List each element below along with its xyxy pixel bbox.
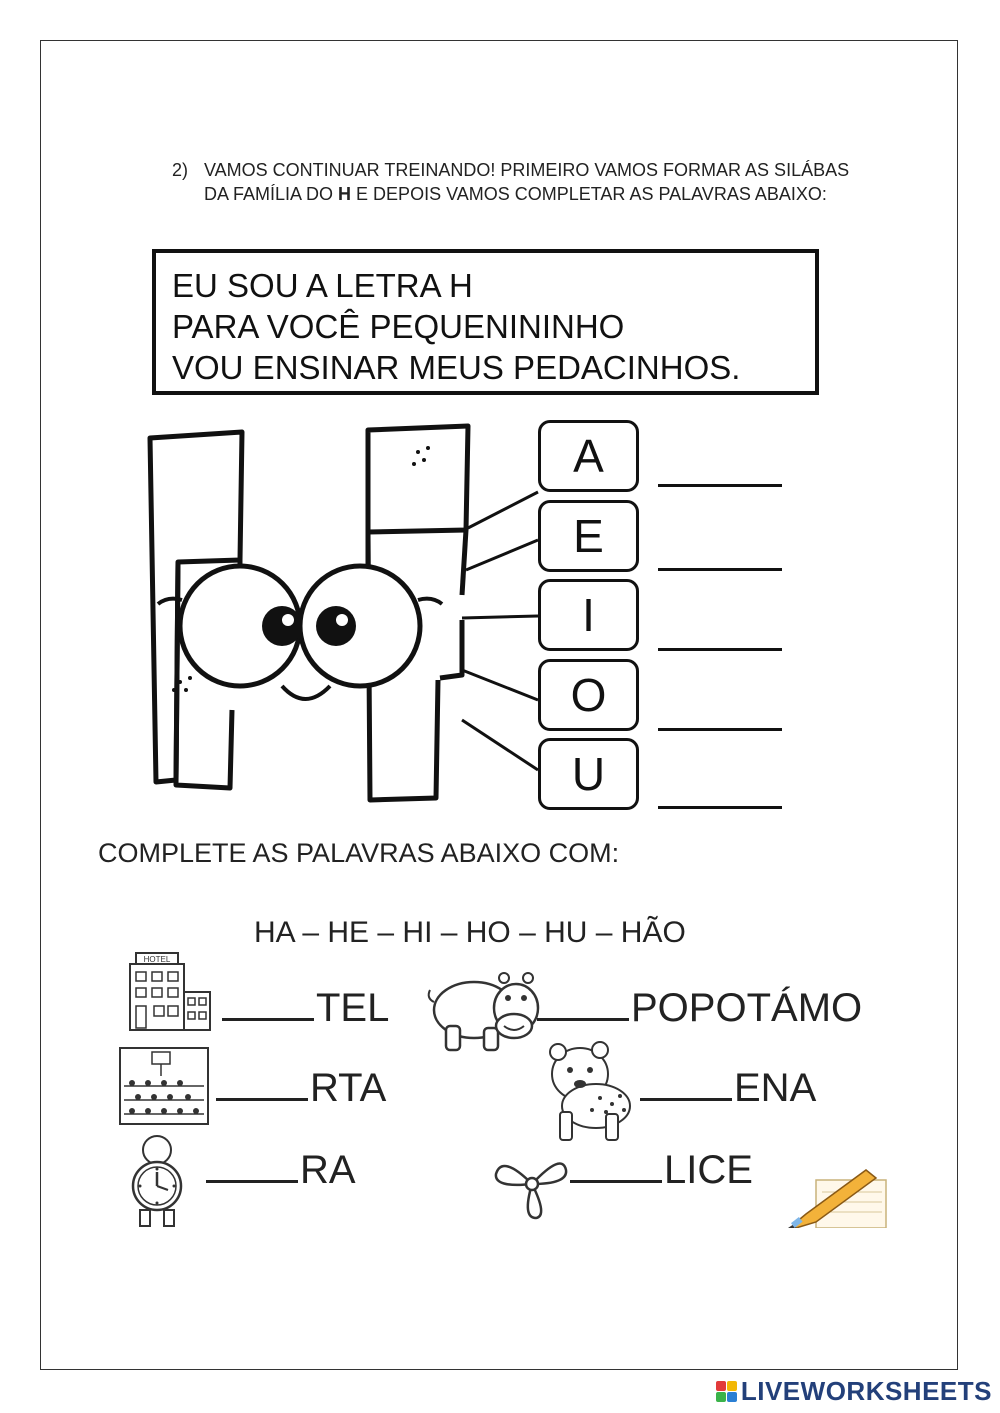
word-blank-propeller[interactable] <box>570 1152 662 1183</box>
instruction-part2: E DEPOIS VAMOS COMPLETAR AS PALAVRAS ABA… <box>351 184 827 204</box>
instruction-number: 2) <box>172 160 189 180</box>
propeller-picture <box>494 1162 568 1220</box>
word-ending-hotel: TEL <box>316 986 390 1030</box>
hippo-picture <box>427 972 540 1052</box>
word-ending-clock: RA <box>300 1148 356 1192</box>
verse-line-2: PARA VOCÊ PEQUENININHO <box>172 308 625 345</box>
vowel-box-u: U <box>538 738 639 810</box>
word-ending-garden: RTA <box>310 1066 387 1110</box>
word-blank-hippo[interactable] <box>537 990 629 1021</box>
syllable-blank-hu[interactable] <box>658 806 782 809</box>
word-garden: RTA <box>216 1066 386 1111</box>
word-hippo: POPOTÁMO <box>537 986 862 1031</box>
syllable-blank-ha[interactable] <box>658 484 782 487</box>
vegetable-garden-picture <box>119 1047 209 1125</box>
letter-h-character-illustration <box>147 423 539 803</box>
word-hotel: TEL <box>222 986 389 1031</box>
worksheet-page <box>40 40 958 1370</box>
liveworksheets-logo-icon <box>715 1381 737 1402</box>
verse-box: EU SOU A LETRA H PARA VOCÊ PEQUENININHO … <box>152 249 819 395</box>
word-ending-propeller: LICE <box>664 1148 753 1192</box>
word-ending-hyena: ENA <box>734 1066 817 1110</box>
word-hyena: ENA <box>640 1066 816 1111</box>
instruction-part1: VAMOS CONTINUAR TREINANDO! PRIMEIRO VAMO… <box>204 160 850 204</box>
word-blank-hotel[interactable] <box>222 990 314 1021</box>
hyena-picture <box>549 1041 631 1141</box>
liveworksheets-brand-text: LIVEWORKSHEETS <box>740 1376 992 1406</box>
word-blank-hyena[interactable] <box>640 1070 732 1101</box>
pencil-paper-icon <box>788 1169 887 1228</box>
vowel-box-o: O <box>538 659 639 731</box>
vowel-box-a: A <box>538 420 639 492</box>
word-propeller: LICE <box>570 1148 753 1193</box>
clock-picture <box>131 1135 183 1227</box>
word-ending-hippo: POPOTÁMO <box>631 986 863 1030</box>
syllable-blank-hi[interactable] <box>658 648 782 651</box>
syllable-blank-he[interactable] <box>658 568 782 571</box>
vowel-box-e: E <box>538 500 639 572</box>
instruction-text: 2) VAMOS CONTINUAR TREINANDO! PRIMEIRO V… <box>172 158 872 206</box>
syllable-options: HA – HE – HI – HO – HU – HÃO <box>254 916 686 949</box>
verse-line-3: VOU ENSINAR MEUS PEDACINHOS. <box>172 349 741 386</box>
word-clock: RA <box>206 1148 356 1193</box>
verse-line-1: EU SOU A LETRA H <box>172 267 473 304</box>
vowel-box-i: I <box>538 579 639 651</box>
word-blank-clock[interactable] <box>206 1152 298 1183</box>
hotel-sign: HOTEL <box>144 955 171 964</box>
instruction-bold-letter: H <box>338 184 352 204</box>
word-blank-garden[interactable] <box>216 1070 308 1101</box>
syllable-blank-ho[interactable] <box>658 728 782 731</box>
complete-words-title: COMPLETE AS PALAVRAS ABAIXO COM: <box>98 838 620 868</box>
hotel-picture: HOTEL <box>129 952 211 1031</box>
liveworksheets-brand: LIVEWORKSHEETS <box>715 1376 992 1407</box>
